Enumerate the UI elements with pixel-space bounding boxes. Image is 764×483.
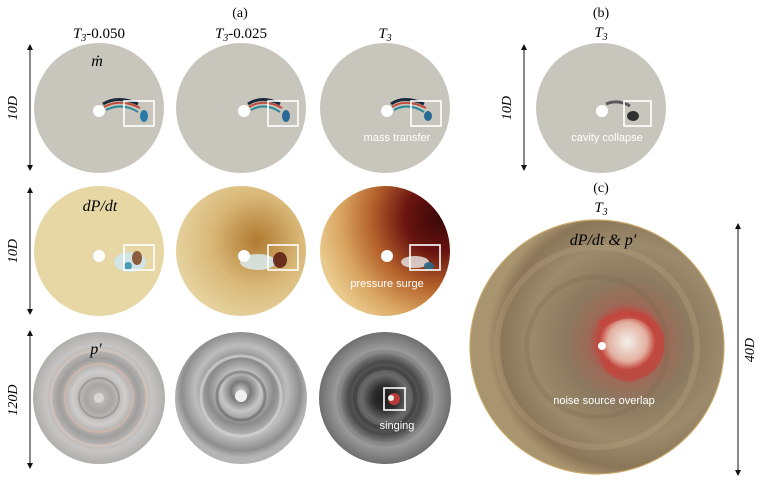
panel-a-label: (a): [232, 6, 248, 21]
scale-label-row2: 10D: [6, 239, 21, 263]
scale-label-panel-b: 10D: [500, 96, 515, 120]
annotation-mass-transfer: mass transfer: [364, 132, 431, 144]
disc-mdot-col3: [320, 43, 450, 173]
row1-quantity-label: ṁ: [91, 53, 103, 70]
disc-pprime-col3: [319, 332, 451, 464]
disc-pprime-col2: [175, 332, 307, 464]
disc-dpdt-col3: [320, 186, 450, 316]
row2-quantity-label: dP/dt: [83, 198, 118, 215]
disc-noise-source-overlap: [469, 219, 725, 475]
panel-c-label: (c): [593, 181, 609, 196]
panel-c-quantity-label: dP/dt & p′: [570, 232, 637, 249]
annotation-cavity-collapse: cavity collapse: [571, 132, 643, 144]
column-header-3: T3: [378, 26, 391, 44]
row3-quantity-label: p′: [89, 341, 102, 358]
disc-mdot-col2: [176, 43, 306, 173]
disc-dpdt-col2: [176, 186, 306, 316]
disc-pprime-col1: [33, 332, 165, 464]
panel-b-column-header: T3: [594, 25, 607, 43]
panel-c-column-header: T3: [594, 200, 607, 218]
scale-label-row1: 10D: [6, 96, 21, 120]
disc-cavity-collapse: [536, 43, 666, 173]
scale-label-row3: 120D: [6, 384, 21, 415]
annotation-singing: singing: [380, 420, 415, 432]
disc-mdot-col1: [34, 43, 164, 173]
column-header-2: T3-0.025: [215, 26, 267, 44]
annotation-noise-source-overlap: noise source overlap: [553, 395, 655, 407]
disc-dpdt-col1: [34, 186, 164, 316]
panel-b-label: (b): [593, 6, 610, 21]
scale-label-panel-c: 40D: [743, 338, 758, 362]
column-header-1: T3-0.050: [73, 26, 125, 44]
annotation-pressure-surge: pressure surge: [350, 278, 423, 290]
